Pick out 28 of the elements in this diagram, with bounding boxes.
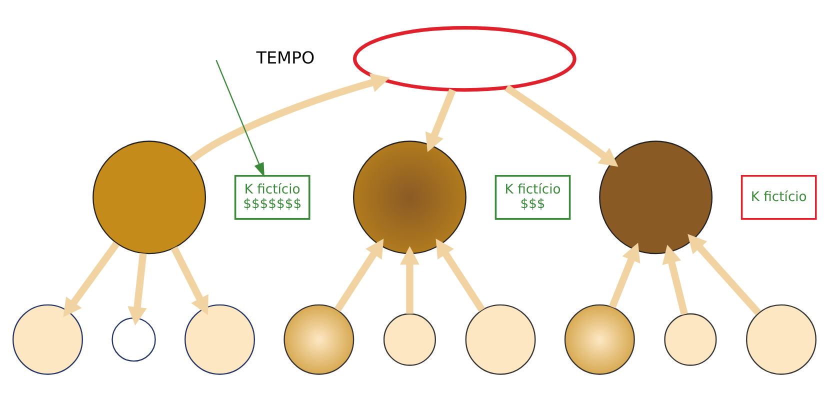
arrow <box>504 84 618 166</box>
arrow <box>608 242 640 308</box>
node-circle <box>465 304 536 374</box>
arrow <box>425 88 456 152</box>
node-box: K fictício <box>740 174 817 220</box>
arrow <box>128 252 147 326</box>
arrow <box>688 234 762 315</box>
arrow <box>216 59 264 177</box>
arrow <box>334 238 384 312</box>
arrow <box>189 72 390 162</box>
node-circle <box>184 304 256 374</box>
arrow <box>170 246 208 315</box>
label: TEMPO <box>256 46 315 67</box>
node-circle <box>383 312 436 366</box>
arrow <box>662 244 688 315</box>
node-circle <box>92 140 206 254</box>
node-circle <box>112 316 156 362</box>
node-circle <box>664 312 717 366</box>
arrow <box>63 241 120 317</box>
node-box: K fictício $$$ <box>494 174 571 220</box>
node-circle <box>12 304 83 374</box>
node-circle <box>746 304 816 374</box>
node-circle <box>284 304 354 374</box>
arrow <box>436 238 486 312</box>
node-circle <box>352 140 466 254</box>
node-box: K fictício $$$$$$$ <box>234 174 310 220</box>
node-circle <box>564 304 635 374</box>
arrow <box>400 246 420 314</box>
